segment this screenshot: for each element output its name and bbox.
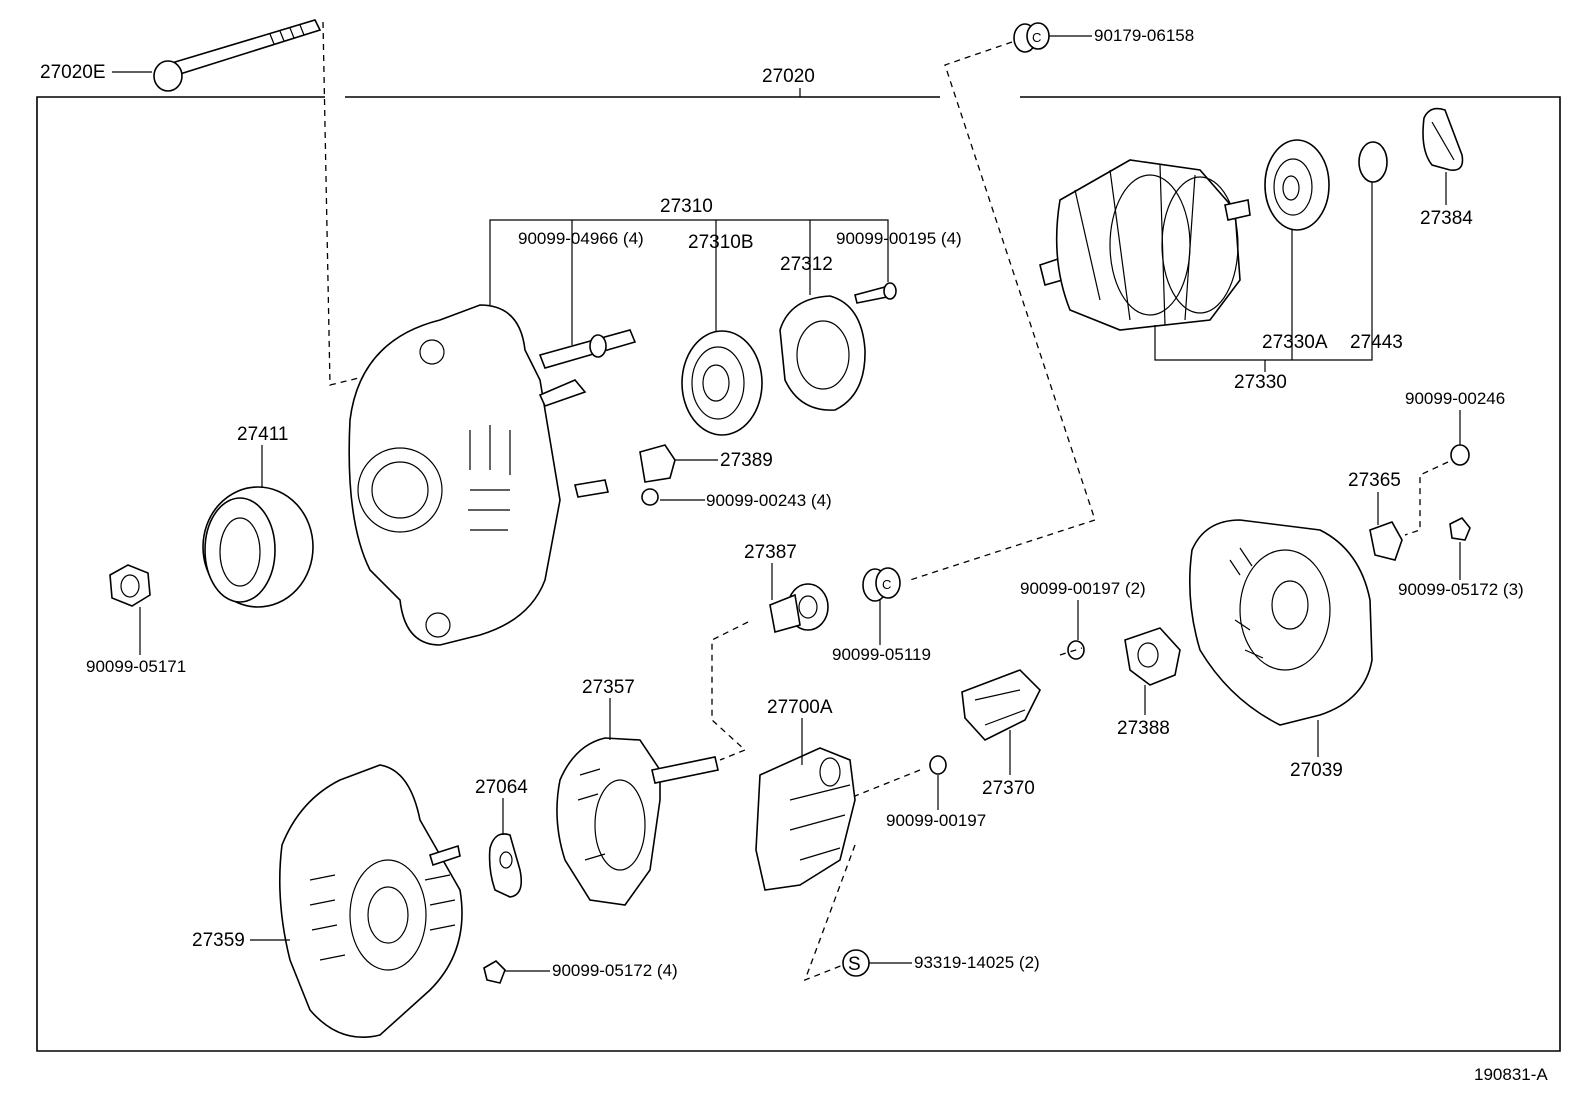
bearing-27330a: [1264, 139, 1330, 231]
terminal-insulator-27388: [1124, 627, 1181, 686]
holder-27370: [961, 669, 1041, 741]
callout-90099-05119-marker: C: [882, 577, 891, 592]
callout-27312: 27312: [780, 254, 833, 275]
insulator-27064: [488, 833, 523, 898]
callout-27700a: 27700A: [767, 697, 833, 718]
callout-27389: 27389: [720, 450, 773, 471]
plug-90179-06158: [1013, 22, 1050, 53]
callout-90179-06158: 90179-06158: [1094, 26, 1194, 45]
regulator-27700a: [755, 747, 856, 891]
callout-90099-05171: 90099-05171: [86, 657, 186, 676]
screw-90099-00197: [929, 755, 947, 775]
s-marker: S: [848, 954, 861, 975]
callout-90099-00246: 90099-00246: [1405, 389, 1505, 408]
callout-90099-00197-2: 90099-00197 (2): [1020, 579, 1146, 598]
callout-90099-00243: 90099-00243 (4): [706, 491, 832, 510]
drive-end-frame-27310: [348, 304, 609, 646]
callout-90099-00197: 90099-00197: [886, 811, 986, 830]
retainer-27312: [779, 295, 866, 411]
callout-27365: 27365: [1348, 470, 1401, 491]
screw-90099-00243: [641, 488, 659, 506]
rectifier-27357: [556, 737, 719, 906]
pulley-27411: [202, 486, 314, 608]
screw-90099-00246: [1450, 444, 1470, 466]
callout-90179-06158-marker: C: [1032, 30, 1041, 45]
plug-90099-05119: [862, 567, 901, 602]
rectifier-end-frame-27359: [279, 764, 463, 1038]
bearing-27310b: [681, 330, 763, 436]
callout-93319-14025: 93319-14025 (2): [914, 953, 1040, 972]
nut-90099-05172-3: [1449, 516, 1471, 541]
callout-27388: 27388: [1117, 718, 1170, 739]
callout-27411: 27411: [237, 424, 288, 445]
bearing-cover-27384: [1422, 107, 1464, 172]
callout-27020e: 27020E: [40, 62, 106, 83]
callout-27443: 27443: [1350, 332, 1403, 353]
figure-id: 190831-A: [1474, 1065, 1548, 1084]
callout-27310: 27310: [660, 196, 713, 217]
rotor-27330: [1039, 159, 1251, 331]
brush-cap-27387: [769, 583, 829, 634]
stud-90099-04966: [538, 329, 637, 369]
callout-27330: 27330: [1234, 372, 1287, 393]
callout-27310b: 27310B: [688, 232, 754, 253]
callout-27064: 27064: [475, 777, 528, 798]
callout-27359: 27359: [192, 930, 245, 951]
callout-27357: 27357: [582, 677, 635, 698]
callout-27370: 27370: [982, 778, 1035, 799]
ring-27443: [1358, 141, 1388, 183]
callout-27384: 27384: [1420, 208, 1473, 229]
callout-27039: 27039: [1290, 760, 1343, 781]
callout-27020: 27020: [762, 66, 815, 87]
callout-90099-05172-4: 90099-05172 (4): [552, 961, 678, 980]
callout-90099-05119: 90099-05119: [832, 645, 931, 664]
bolt-27020e: [153, 19, 322, 92]
screw-90099-00195: [854, 282, 897, 304]
callout-90099-04966: 90099-04966 (4): [518, 229, 644, 248]
callout-27387: 27387: [744, 542, 797, 563]
callout-90099-00195: 90099-00195 (4): [836, 229, 962, 248]
callout-27330a: 27330A: [1262, 332, 1328, 353]
pulley-nut-90099-05171: [109, 564, 151, 607]
assembly-frame: [36, 96, 1561, 1052]
plate-27365: [1369, 521, 1403, 561]
terminal-insulator-27389: [639, 444, 676, 483]
callout-90099-05172-3: 90099-05172 (3): [1398, 580, 1524, 599]
rear-cover-27039: [1189, 519, 1373, 726]
nut-90099-05172-4: [483, 959, 506, 984]
